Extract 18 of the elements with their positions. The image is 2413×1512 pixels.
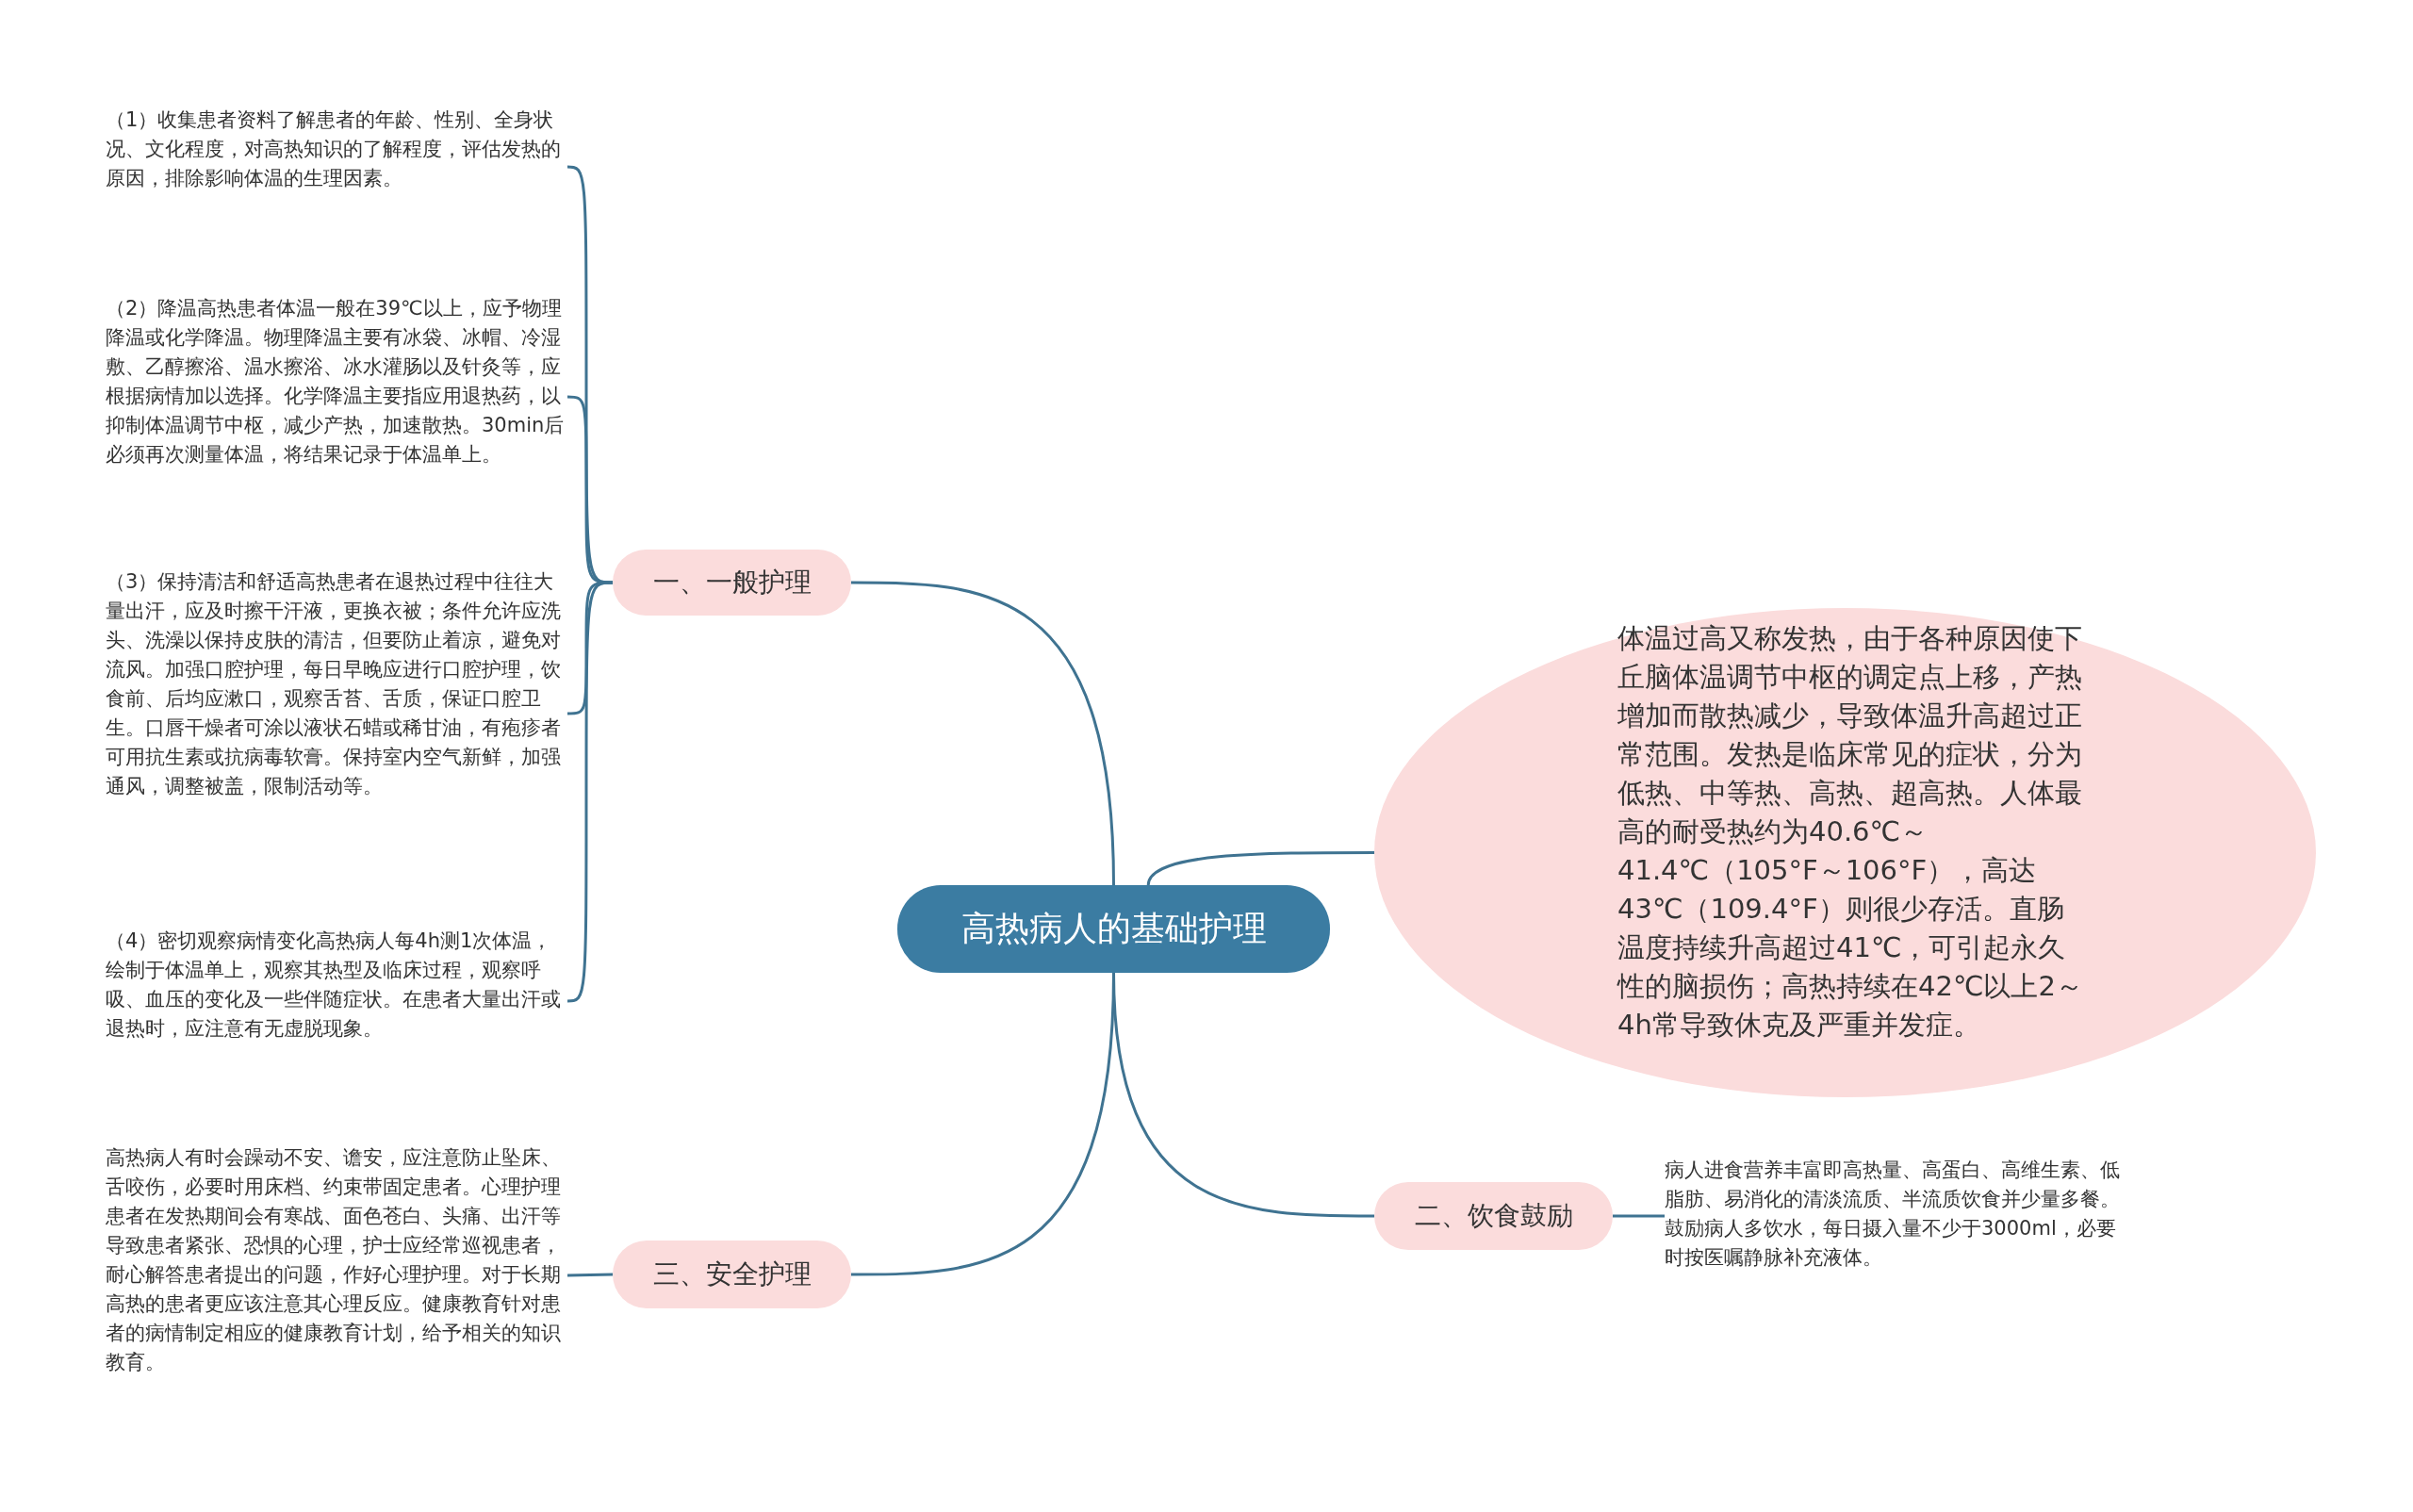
note-text: 高热病人有时会躁动不安、谵安，应注意防止坠床、舌咬伤，必要时用床档、约束带固定患者。心理护理患者在发热期间会有寒战、面色苍白、头痛、出汗等导致患者紧张、恐惧的心理，护士应经常巡视患者，耐心解答患者提出的问题，作好心理护理。对于长期高热的患者更应该注意其心理反应。健康教育针对患者的病情制定相应的健康教育计划，给予相关的知识教育。 (106, 1143, 567, 1407)
topic-box: 一、一般护理 (613, 550, 851, 616)
central-topic: 高热病人的基础护理 (897, 885, 1330, 973)
connector-line (851, 581, 1115, 886)
connector-line (566, 581, 614, 1003)
note-text: 病人进食营养丰富即高热量、高蛋白、高维生素、低脂肪、易消化的清淡流质、半流质饮食并少量多餐。鼓励病人多饮水，每日摄入量不少于3000ml，必要时按医嘱静脉补充液体。 (1665, 1156, 2126, 1276)
note-text: （3）保持清洁和舒适高热患者在退热过程中往往大量出汗，应及时擦干汗液，更换衣被；条件允许应洗头、洗澡以保持皮肤的清洁，但要防止着凉，避免对流风。加强口腔护理，每日早晚应进行口腔护理，饮食前、后均应漱口，观察舌苔、舌质，保证口腔卫生。口唇干燥者可涂以液状石蜡或稀甘油，有疱疹者可用抗生素或抗病毒软膏。保持室内空气新鲜，加强通风，调整被盖，限制活动等。 (106, 567, 567, 860)
topic-box: 三、安全护理 (613, 1241, 851, 1308)
connector-line (566, 1273, 614, 1277)
topic-box: 二、饮食鼓励 (1374, 1182, 1613, 1250)
connector-line (566, 395, 613, 584)
connector-line (1112, 972, 1374, 1218)
connector-line (1613, 1214, 1665, 1218)
note-text: （4）密切观察病情变化高热病人每4h测1次体温，绘制于体温单上，观察其热型及临床过程，观察呼吸、血压的变化及一些伴随症状。在患者大量出汗或退热时，应注意有无虚脱现象。 (106, 927, 567, 1076)
note-text: （1）收集患者资料了解患者的年龄、性别、全身状况、文化程度，对高热知识的了解程度，评估发热的原因，排除影响体温的生理因素。 (106, 106, 567, 228)
note-text: （2）降温高热患者体温一般在39℃以上，应予物理降温或化学降温。物理降温主要有冰袋、冰帽、冷湿敷、乙醇擦浴、温水擦浴、冰水灌肠以及针灸等，应根据病情加以选择。化学降温主要指应用退热药，以抑制体温调节中枢，减少产热，加速散热。30min后必须再次测量体温，将结果记录于体温单上。 (106, 294, 567, 500)
connector-line (1146, 851, 1374, 886)
topic-text: 体温过高又称发热，由于各种原因使下丘脑体温调节中枢的调定点上移，产热增加而散热减少，导致体温升高超过正常范围。发热是临床常见的症状，分为低热、中等热、高热、超高热。人体最高的耐受热约为40.6℃～41.4℃（105°F～106°F），高达43℃（109.4°F）则很少存活。直肠温度持续升高超过41℃，可引起永久性的脑损伤；高热持续在42℃以上2～4h常导致休克及严重并发症。 (1617, 621, 2084, 1043)
